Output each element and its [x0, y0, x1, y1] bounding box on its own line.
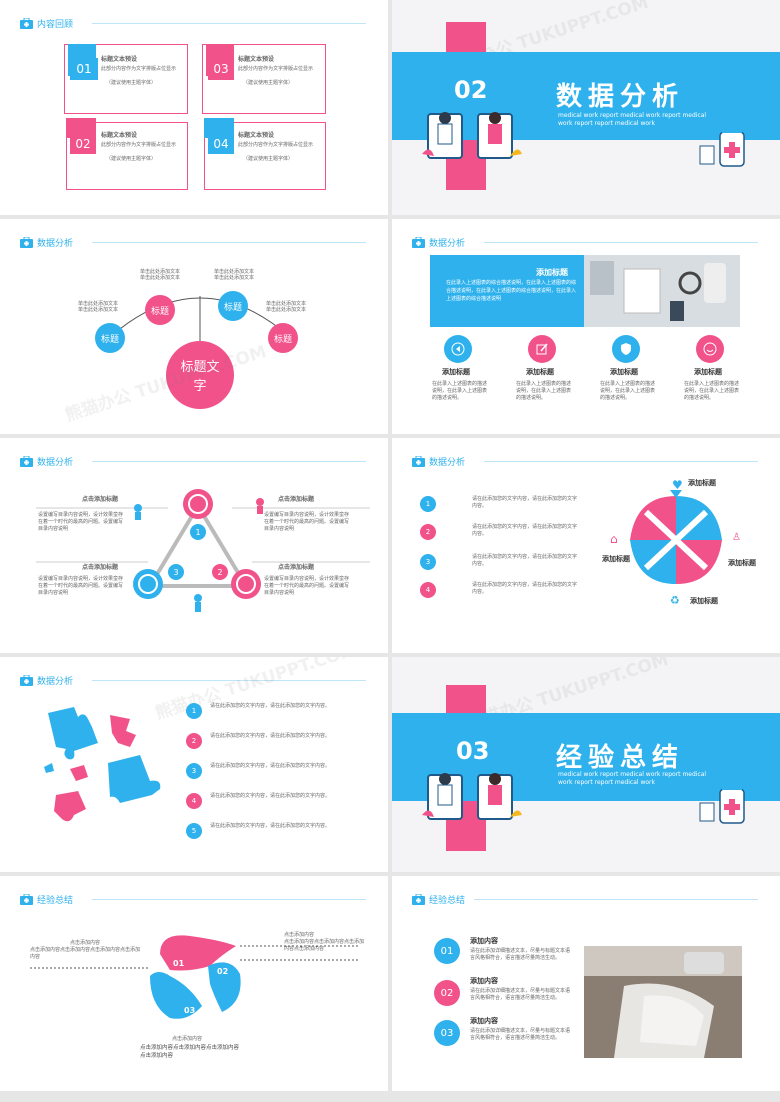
icon-circle — [696, 335, 724, 363]
slide-title: 数据分析 — [37, 457, 74, 468]
row-number: 4 — [420, 582, 436, 598]
three-petal-diagram — [150, 935, 241, 1019]
arc-connector — [109, 296, 291, 349]
slide-experience-2[interactable]: 经验总结 01 02 03 添加内容 请在此添加详细描述文本，尽量与标题文本语言… — [392, 876, 780, 1091]
medkit-icon — [20, 17, 33, 29]
triangle-cycle-diagram — [36, 489, 370, 612]
slide-title: 经验总结 — [37, 895, 74, 906]
medkit-icon — [412, 455, 425, 467]
icon-circle — [444, 335, 472, 363]
slide-section-02[interactable]: 熊猫办公 TUKUPPT.COM 02 数据分析 medical work re… — [392, 0, 780, 215]
slide-data-analysis-4[interactable]: 数据分析 1 2 3 4 请在此添加您的文字内容，请在此添加您的文字内容。 请在… — [392, 438, 780, 653]
card-number: 03 — [208, 58, 234, 80]
slide-title: 数据分析 — [37, 676, 74, 687]
row-number: 3 — [420, 554, 436, 570]
slide-data-analysis-2[interactable]: 数据分析 添加标题 在此录入上述图表的综合描述说明，在此录入上述图表的综合描述说… — [392, 219, 780, 434]
row-number: 1 — [420, 496, 436, 512]
medical-tools-photo — [584, 255, 740, 327]
item-number: 01 — [434, 938, 460, 964]
node-circle: 标题 — [268, 323, 298, 353]
puzzle-pieces-illustration — [44, 707, 161, 822]
slide-section-03[interactable]: 熊猫办公 TUKUPPT.COM 03 经验总结 medical work re… — [392, 657, 780, 872]
row-number: 3 — [186, 763, 202, 779]
home-icon: ⌂ — [610, 532, 618, 546]
card-number: 04 — [208, 134, 234, 154]
medkit-icon — [20, 674, 33, 686]
item-number: 03 — [434, 1020, 460, 1046]
card-number: 01 — [70, 58, 98, 80]
edit-icon — [536, 343, 548, 355]
step-number: 1 — [190, 524, 206, 540]
medkit-icon — [20, 455, 33, 467]
section-subtitle: medical work report medical work report … — [558, 771, 707, 786]
icon-circle — [528, 335, 556, 363]
row-number: 2 — [186, 733, 202, 749]
section-title: 经验总结 — [556, 743, 685, 773]
medicine-bottle-icon — [699, 126, 745, 167]
medkit-icon — [20, 236, 33, 248]
node-circle: 标题 — [145, 295, 175, 325]
review-card — [202, 44, 326, 114]
review-card — [66, 122, 188, 190]
person-icon: ♙ — [732, 532, 741, 543]
section-title: 数据分析 — [556, 82, 685, 112]
medicine-bottle-icon — [699, 783, 745, 824]
slide-data-analysis-1[interactable]: 数据分析 标题 标题 标题 标题 标题文字 单击此处添加文本 单击此处添加文本 … — [0, 219, 388, 434]
slide-title: 内容回顾 — [37, 19, 74, 30]
slide-title: 数据分析 — [429, 238, 466, 249]
section-number: 03 — [456, 737, 490, 765]
node-circle: 标题 — [218, 291, 248, 321]
shield-icon — [621, 343, 631, 355]
center-circle: 标题文字 — [166, 341, 234, 409]
row-number: 5 — [186, 823, 202, 839]
slide-data-analysis-3[interactable]: 数据分析 1 2 3 点击添加标题 点击添加标题 点击添加标题 点击添加标题 设… — [0, 438, 388, 653]
doctor-patient-illustration — [422, 112, 522, 159]
review-card — [204, 122, 326, 190]
section-subtitle: medical work report medical work report … — [558, 112, 707, 127]
medkit-icon — [20, 893, 33, 905]
review-card — [64, 44, 188, 114]
row-number: 4 — [186, 793, 202, 809]
recycle-icon: ♻ — [670, 594, 680, 607]
slide-title: 数据分析 — [37, 238, 74, 249]
item-number: 02 — [434, 980, 460, 1006]
dental-clinic-photo — [584, 946, 742, 1058]
slide-content-review[interactable]: 内容回顾 01 标题文本预设 此部分内容作为文字排版占位显示 （建议使用主题字体… — [0, 0, 388, 215]
four-segment-diagram — [630, 490, 722, 584]
medkit-icon — [412, 893, 425, 905]
node-circle: 标题 — [95, 323, 125, 353]
medkit-icon — [412, 236, 425, 248]
slide-title: 经验总结 — [429, 895, 466, 906]
step-number: 2 — [212, 564, 228, 580]
card-number: 02 — [70, 134, 96, 154]
back-icon — [451, 342, 465, 356]
step-number: 3 — [168, 564, 184, 580]
row-number: 2 — [420, 524, 436, 540]
icon-circle — [612, 335, 640, 363]
doctor-patient-illustration — [422, 773, 522, 820]
slide-experience-1[interactable]: 经验总结 01 02 03 点击添加内容 点击添加内容点击添加内容点击添加内容点… — [0, 876, 388, 1091]
row-number: 1 — [186, 703, 202, 719]
slide-title: 数据分析 — [429, 457, 466, 468]
smile-icon — [703, 342, 717, 356]
heart-icon: ♥ — [672, 478, 683, 492]
slide-data-analysis-5[interactable]: 数据分析 熊猫办公 TUKUPPT.COM 1 2 3 4 5 请在此添加您的文… — [0, 657, 388, 872]
section-number: 02 — [454, 76, 488, 104]
